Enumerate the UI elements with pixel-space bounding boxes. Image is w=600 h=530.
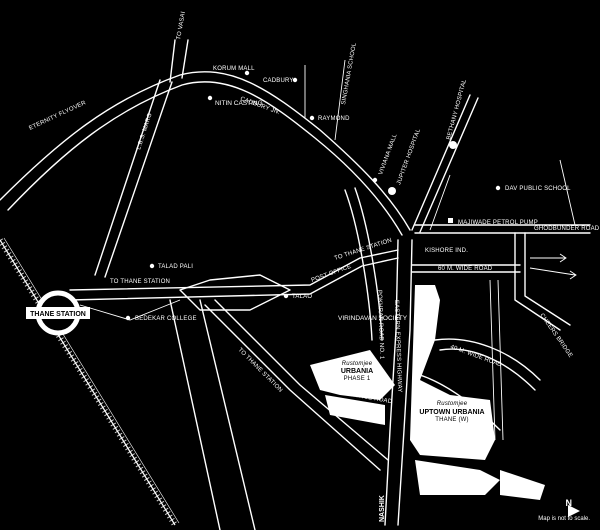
to-thane-station-label-3: TO THANE STATION [237,347,284,394]
cadbury-dot-icon [292,77,298,83]
road-40m-label: 40 M. WIDE ROAD [449,344,503,368]
cadbury-label: CADBURY [263,78,294,84]
bethany-hospital-cross-icon [449,141,457,149]
road-labels: TO THANE STATION TO THANE STATION TO THA… [28,11,599,522]
compass-north-label: N [565,498,573,508]
korum-mall-label: KORUM MALL [213,66,255,72]
north-arrow-icon [568,505,580,517]
dav-school-dot-icon [495,185,501,191]
raymond-dot-icon [309,115,315,121]
landmarks: KORUM MALL CADBURY SINGHANIA SCHOOL BETH… [125,42,571,322]
talad-pali-dot-icon [149,263,155,269]
talao-label: TALAO [292,294,312,300]
cheers-bridge-label: CHEERS BRIDGE [538,313,573,359]
talad-pali-label: TALAD PALI [158,264,193,270]
scale-disclaimer: Map is not to scale. [538,516,590,522]
uptown-sub-label: THANE (W) [435,417,468,423]
eternity-flyover-label: ETERNITY FLYOVER [28,100,87,132]
thane-station-label: THANE STATION [30,311,86,318]
nitin-casting-label: NITIN CASTING [215,100,263,107]
to-vasai-label: TO VASAI [176,11,187,40]
nitin-casting-dot-icon [207,95,213,101]
direction-arrows [529,253,577,280]
railway-line [0,237,180,527]
phase1-brand-label: Rustomjee [342,361,373,367]
korum-mall-dot-icon [244,70,250,76]
arrow-right-icon [530,253,567,263]
arrow-right-icon-2 [529,267,577,280]
uptown-name-label: UPTOWN URBANIA [419,409,484,416]
to-thane-station-label-1: TO THANE STATION [334,238,393,262]
raymond-label: RAYMOND [318,116,350,122]
virindavan-society-label: VIRINDAVAN SOCIETY [338,315,408,322]
phase1-sub-label: PHASE 1 [344,376,371,382]
eastern-express-label: EASTERN EXPRESS HIGHWAY [393,300,402,393]
ghodbunder-road-label: GHODBUNDER ROAD [534,226,600,232]
majiwade-petrol-pump-label: MAJIWADE PETROL PUMP [458,220,538,226]
kishore-ind-label: KISHORE IND. [425,248,468,254]
jupiter-hospital-cross-icon [388,187,396,195]
viviana-mall-label: VIVIANA MALL [378,133,399,176]
to-thane-station-label-2: TO THANE STATION [110,279,170,285]
to-nashik-label: NASHIK [379,495,386,522]
talao-dot-icon [283,293,289,299]
jupiter-hospital-label: JUPITER HOSPITAL [396,128,422,186]
uptown-brand-label: Rustomjee [437,401,468,407]
bethany-hospital-label: BETHANY HOSPITAL [446,78,468,140]
project-labels: Rustomjee URBANIA PHASE 1 Rustomjee UPTO… [341,361,485,423]
bedekar-college-label: BEDEKAR COLLEGE [135,316,197,322]
viviana-mall-dot-icon [372,177,378,183]
dav-public-school-label: DAV PUBLIC SCHOOL [505,186,571,192]
bedekar-college-dot-icon [125,315,131,321]
road-network [0,39,591,530]
pokhran-road-label: POKHRAN ROAD NO. 1 [376,290,384,360]
road-60m-label: 60 M. WIDE ROAD [438,266,493,272]
thane-station-icon: THANE STATION [26,290,90,336]
project-plots [310,285,545,500]
petrol-pump-icon [448,218,453,223]
phase1-name-label: URBANIA [341,368,373,375]
